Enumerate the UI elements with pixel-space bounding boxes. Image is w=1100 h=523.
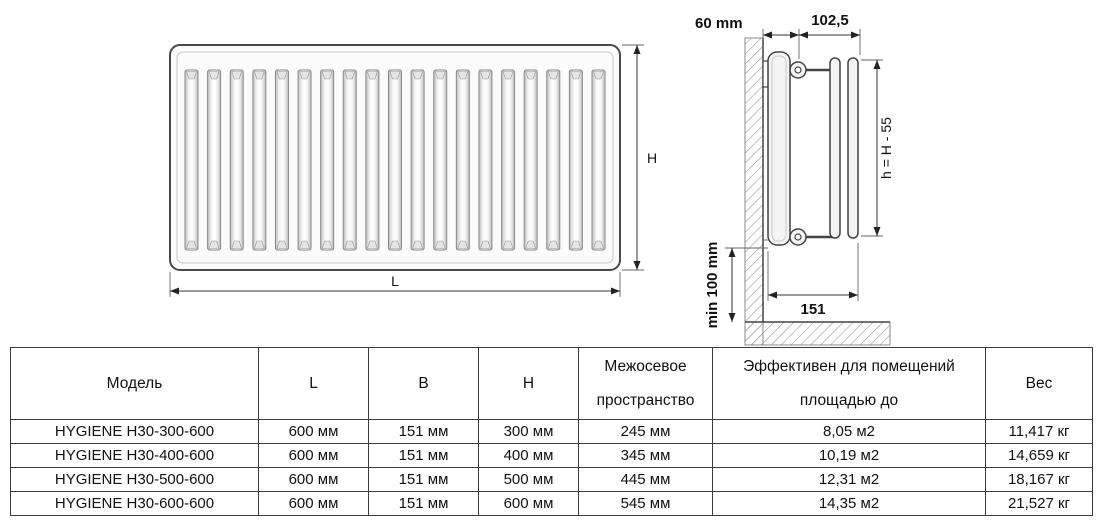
wall-section [744, 37, 891, 346]
cell-spacing: 345 мм [578, 443, 713, 468]
header-row: Модель L B H Межосевое пространство Эффе… [10, 347, 1093, 420]
dim-total-depth: 151 [767, 243, 859, 318]
cell-b: 151 мм [368, 467, 479, 492]
header-l: L [258, 347, 369, 420]
side-tube-2 [847, 57, 859, 239]
cell-l: 600 мм [258, 491, 369, 516]
table-row: HYGIENE H30-500-600 600 мм 151 мм 500 мм… [10, 467, 1093, 492]
cell-model: HYGIENE H30-600-600 [10, 491, 259, 516]
dim-floor-clearance: min 100 mm [704, 242, 768, 329]
dim-length: L [169, 272, 621, 297]
radiator-slats [184, 69, 606, 251]
cell-weight: 11,417 кг [985, 419, 1093, 444]
table-row: HYGIENE H30-600-600 600 мм 151 мм 600 мм… [10, 491, 1093, 516]
cell-weight: 21,527 кг [985, 491, 1093, 516]
cell-h: 400 мм [478, 443, 579, 468]
cell-b: 151 мм [368, 443, 479, 468]
cell-h: 300 мм [478, 419, 579, 444]
cell-h: 500 мм [478, 467, 579, 492]
header-weight: Вес [985, 347, 1093, 420]
dim-height: H [622, 44, 657, 271]
table-row: HYGIENE H30-300-600 600 мм 151 мм 300 мм… [10, 419, 1093, 444]
cell-weight: 14,659 кг [985, 443, 1093, 468]
radiator-body [169, 44, 621, 271]
radiator-side-view: 60 mm 102,5 h = H - 55 min 100 mm 151 [695, 12, 894, 346]
cell-weight: 18,167 кг [985, 467, 1093, 492]
cell-area: 8,05 м2 [712, 419, 986, 444]
dim-label-inner-height: h = H - 55 [878, 117, 894, 179]
cell-model: HYGIENE H30-500-600 [10, 467, 259, 492]
cell-b: 151 мм [368, 419, 479, 444]
cell-h: 600 мм [478, 491, 579, 516]
cell-b: 151 мм [368, 491, 479, 516]
radiator-front-view: H L [169, 44, 657, 297]
dim-label-length: L [391, 273, 399, 289]
header-area: Эффективен для помещений площадью до [712, 347, 986, 420]
header-model: Модель [10, 347, 259, 420]
cell-spacing: 445 мм [578, 467, 713, 492]
dim-label-depth: 60 mm [695, 15, 743, 32]
header-area-line2: площадью до [799, 391, 899, 409]
header-b: B [368, 347, 479, 420]
cell-l: 600 мм [258, 443, 369, 468]
spec-table: Модель L B H Межосевое пространство Эффе… [10, 347, 1093, 516]
header-area-line1: Эффективен для помещений [743, 357, 955, 375]
side-radiator [762, 51, 859, 246]
header-spacing: Межосевое пространство [578, 347, 713, 420]
dim-label-total-depth: 151 [800, 301, 825, 318]
cell-l: 600 мм [258, 419, 369, 444]
cell-spacing: 245 мм [578, 419, 713, 444]
side-panel [767, 51, 791, 246]
dim-label-height: H [647, 150, 657, 166]
floor-hatch [744, 321, 891, 346]
dim-inner-height: h = H - 55 [861, 59, 894, 237]
wall-hatch [744, 37, 764, 346]
cell-area: 12,31 м2 [712, 467, 986, 492]
cell-model: HYGIENE H30-300-600 [10, 419, 259, 444]
dim-pitch: 102,5 [799, 12, 861, 55]
table-row: HYGIENE H30-400-600 600 мм 151 мм 400 мм… [10, 443, 1093, 468]
cell-model: HYGIENE H30-400-600 [10, 443, 259, 468]
header-h: H [478, 347, 579, 420]
header-spacing-line2: пространство [596, 391, 695, 409]
cell-spacing: 545 мм [578, 491, 713, 516]
cell-l: 600 мм [258, 467, 369, 492]
header-spacing-line1: Межосевое [604, 357, 687, 375]
dim-label-floor-clearance: min 100 mm [704, 242, 721, 329]
cell-area: 10,19 м2 [712, 443, 986, 468]
cell-area: 14,35 м2 [712, 491, 986, 516]
side-tube-1 [829, 57, 841, 239]
dim-label-pitch: 102,5 [811, 12, 849, 29]
